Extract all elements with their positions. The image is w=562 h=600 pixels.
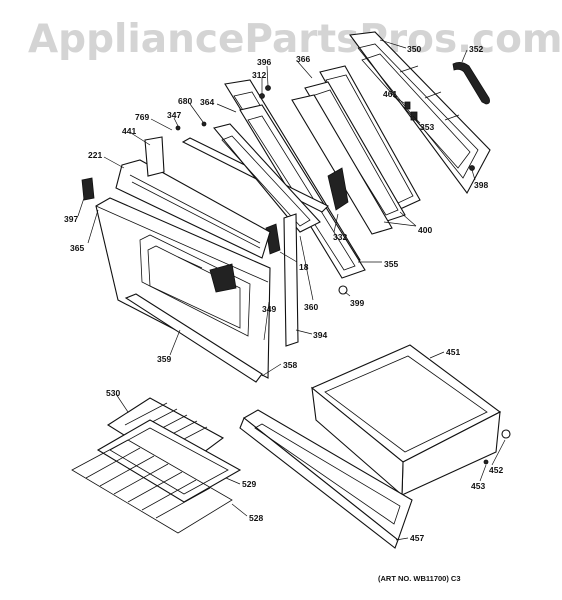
label-355: 355 [384, 259, 398, 269]
label-457: 457 [410, 533, 424, 543]
part-352-gasket [452, 62, 490, 105]
label-461: 461 [383, 89, 397, 99]
label-451: 451 [446, 347, 460, 357]
label-359: 359 [157, 354, 171, 364]
label-352: 352 [469, 44, 483, 54]
part-680-screw [201, 121, 207, 127]
label-680: 680 [178, 96, 192, 106]
part-461-clip [404, 101, 411, 110]
part-453-screw [483, 459, 489, 465]
part-396-screw [265, 85, 271, 91]
label-364: 364 [200, 97, 214, 107]
part-452-roller [501, 429, 511, 439]
label-529: 529 [242, 479, 256, 489]
part-359-outer-door [95, 197, 271, 379]
part-347-screw [175, 125, 181, 131]
label-366: 366 [296, 54, 310, 64]
part-528-oven-rack [71, 439, 233, 534]
label-312: 312 [252, 70, 266, 80]
label-397: 397 [64, 214, 78, 224]
part-457-drawer-front [239, 409, 413, 549]
label-358: 358 [283, 360, 297, 370]
label-365: 365 [70, 243, 84, 253]
part-221-door-vent [115, 159, 271, 259]
part-353-bracket [410, 111, 418, 121]
part-358-bottom-trim [124, 293, 263, 383]
label-360: 360 [304, 302, 318, 312]
part-529-broil-pan [96, 419, 242, 503]
label-350: 350 [407, 44, 421, 54]
label-441: 441 [122, 126, 136, 136]
part-398-screw [469, 165, 475, 171]
label-353: 353 [420, 122, 434, 132]
label-396: 396 [257, 57, 271, 67]
part-360-inner-door [213, 123, 321, 233]
label-394: 394 [313, 330, 327, 340]
label-347: 347 [167, 110, 181, 120]
label-453: 453 [471, 481, 485, 491]
part-312-screw [259, 93, 265, 99]
part-397-clip [81, 177, 95, 201]
label-221: 221 [88, 150, 102, 160]
label-332: 332 [333, 232, 347, 242]
part-451-drawer-body [310, 344, 502, 497]
label-400: 400 [418, 225, 432, 235]
part-441-bracket [144, 136, 165, 177]
label-18: 18 [299, 262, 309, 272]
art-number-text: (ART NO. WB11700) C3 [378, 574, 461, 583]
label-399: 399 [350, 298, 364, 308]
watermark-text: AppliancePartsPros.com [28, 17, 562, 62]
label-530: 530 [106, 388, 120, 398]
label-349: 349 [262, 304, 276, 314]
label-528: 528 [249, 513, 263, 523]
part-350-outer-door-panel [348, 31, 491, 195]
label-769: 769 [135, 112, 149, 122]
leader-lines [77, 39, 506, 541]
part-394-channel [283, 213, 299, 347]
label-452: 452 [489, 465, 503, 475]
label-398: 398 [474, 180, 488, 190]
part-400-glass-panels [291, 65, 421, 235]
